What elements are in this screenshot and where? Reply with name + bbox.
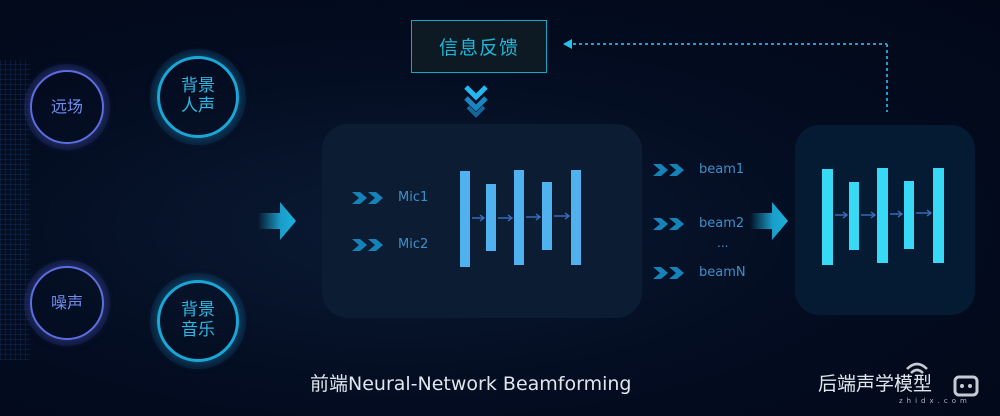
source-noise: 噪声 — [30, 266, 104, 340]
front-end-caption: 前端Neural-Network Beamforming — [310, 373, 632, 395]
beam2-label: beam2 — [699, 216, 745, 231]
source-background-music: 背景 音乐 — [157, 280, 239, 362]
watermark-text: zhidx.com — [899, 397, 971, 405]
double-chevron-right-icon — [653, 266, 684, 279]
arrow-left-icon — [563, 39, 572, 49]
beamN-label: beamN — [699, 265, 746, 280]
source-noise-label: 噪声 — [50, 292, 83, 312]
feedback-label: 信息反馈 — [438, 37, 519, 59]
source-far-field-label: 远场 — [50, 96, 83, 116]
beam-ellipsis: ... — [717, 236, 729, 250]
flow-arrow-icon — [258, 202, 296, 240]
double-chevron-right-icon — [653, 217, 684, 230]
mic1-input: Mic1 — [352, 190, 428, 205]
mic1-label: Mic1 — [398, 190, 429, 205]
flow-arrow-icon — [750, 202, 788, 240]
back-end-caption: 后端声学模型 — [818, 373, 933, 395]
double-chevron-right-icon — [653, 163, 684, 176]
feedback-dotted-line — [563, 39, 888, 112]
double-chevron-right-icon — [352, 191, 383, 204]
front-end-beamforming-box — [322, 124, 642, 318]
feedback-box: 信息反馈 — [411, 20, 547, 73]
mic2-input: Mic2 — [352, 237, 428, 252]
source-background-music-line1: 背景 — [181, 300, 215, 321]
beam2-output: beam2 — [653, 216, 744, 231]
watermark-logo: zhidx.com — [885, 355, 985, 411]
beam1-label: beam1 — [699, 162, 745, 177]
back-end-network-icon — [822, 168, 944, 265]
source-background-voice: 背景 人声 — [157, 56, 239, 138]
beam1-output: beam1 — [653, 162, 744, 177]
source-background-voice-line2: 人声 — [181, 96, 215, 116]
source-background-voice-line1: 背景 — [181, 76, 215, 97]
background-grid — [0, 60, 30, 360]
wifi-icon — [906, 362, 979, 397]
source-far-field: 远场 — [30, 70, 104, 144]
audio-waveform-icon — [39, 164, 225, 246]
mic2-label: Mic2 — [398, 237, 429, 252]
source-background-music-line2: 音乐 — [181, 320, 215, 340]
double-chevron-down-icon — [464, 85, 488, 118]
front-end-network-icon — [460, 170, 581, 267]
double-chevron-right-icon — [352, 238, 383, 251]
beamN-output: beamN — [653, 265, 746, 280]
